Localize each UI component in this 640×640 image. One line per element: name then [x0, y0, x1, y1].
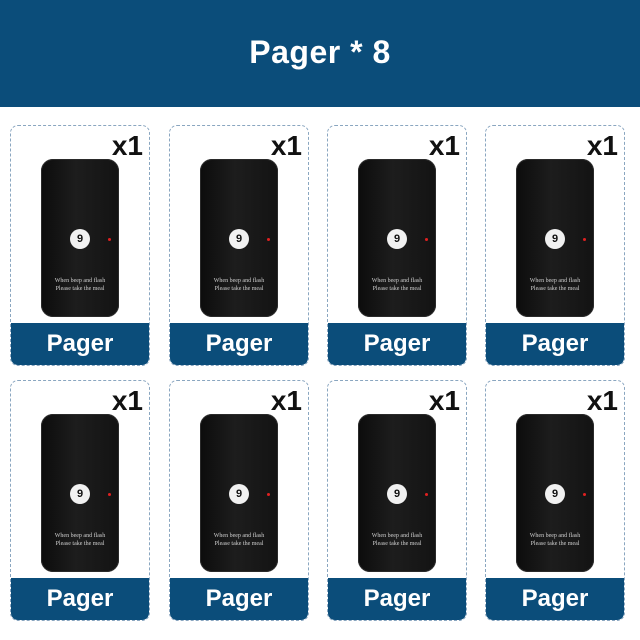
- header-banner: Pager * 8: [0, 0, 640, 107]
- pager-device-image: 9 When beep and flash Please take the me…: [516, 414, 594, 572]
- product-label: Pager: [328, 323, 466, 365]
- pager-device-image: 9 When beep and flash Please take the me…: [358, 159, 436, 317]
- pager-device-image: 9 When beep and flash Please take the me…: [41, 159, 119, 317]
- led-indicator-icon: [425, 493, 428, 496]
- pager-button: 9: [545, 484, 565, 504]
- pager-button: 9: [70, 229, 90, 249]
- product-label: Pager: [11, 578, 149, 620]
- product-label: Pager: [170, 578, 308, 620]
- quantity-label: x1: [428, 385, 460, 416]
- led-indicator-icon: [108, 238, 111, 241]
- pager-device-image: 9 When beep and flash Please take the me…: [516, 159, 594, 317]
- pager-instruction-line1: When beep and flash: [529, 278, 581, 284]
- pager-instruction-line1: When beep and flash: [213, 278, 265, 284]
- pager-instruction-text: When beep and flash Please take the meal: [200, 532, 278, 548]
- product-card[interactable]: x1 9 When beep and flash Please take the…: [327, 125, 467, 366]
- quantity-label: x1: [586, 385, 618, 416]
- product-label: Pager: [11, 323, 149, 365]
- pager-instruction-line2: Please take the meal: [372, 541, 422, 547]
- pager-instruction-line2: Please take the meal: [214, 541, 264, 547]
- pager-instruction-text: When beep and flash Please take the meal: [41, 277, 119, 293]
- pager-instruction-line2: Please take the meal: [530, 286, 580, 292]
- product-label: Pager: [328, 578, 466, 620]
- pager-device-image: 9 When beep and flash Please take the me…: [358, 414, 436, 572]
- product-card[interactable]: x1 9 When beep and flash Please take the…: [485, 125, 625, 366]
- pager-instruction-text: When beep and flash Please take the meal: [358, 277, 436, 293]
- pager-device-image: 9 When beep and flash Please take the me…: [200, 414, 278, 572]
- pager-button: 9: [70, 484, 90, 504]
- pager-button: 9: [387, 484, 407, 504]
- quantity-label: x1: [270, 385, 302, 416]
- quantity-label: x1: [428, 130, 460, 161]
- pager-instruction-text: When beep and flash Please take the meal: [41, 532, 119, 548]
- pager-instruction-line2: Please take the meal: [372, 286, 422, 292]
- led-indicator-icon: [425, 238, 428, 241]
- product-card[interactable]: x1 9 When beep and flash Please take the…: [10, 125, 150, 366]
- pager-instruction-line2: Please take the meal: [55, 541, 105, 547]
- led-indicator-icon: [108, 493, 111, 496]
- pager-instruction-line2: Please take the meal: [530, 541, 580, 547]
- product-card[interactable]: x1 9 When beep and flash Please take the…: [10, 380, 150, 621]
- pager-instruction-line1: When beep and flash: [54, 533, 106, 539]
- product-card[interactable]: x1 9 When beep and flash Please take the…: [169, 380, 309, 621]
- pager-instruction-text: When beep and flash Please take the meal: [358, 532, 436, 548]
- pager-instruction-line1: When beep and flash: [213, 533, 265, 539]
- product-card[interactable]: x1 9 When beep and flash Please take the…: [327, 380, 467, 621]
- quantity-label: x1: [111, 130, 143, 161]
- pager-button: 9: [229, 229, 249, 249]
- pager-instruction-line1: When beep and flash: [529, 533, 581, 539]
- quantity-label: x1: [586, 130, 618, 161]
- pager-instruction-line2: Please take the meal: [214, 286, 264, 292]
- quantity-label: x1: [270, 130, 302, 161]
- pager-instruction-line2: Please take the meal: [55, 286, 105, 292]
- pager-instruction-text: When beep and flash Please take the meal: [516, 532, 594, 548]
- quantity-label: x1: [111, 385, 143, 416]
- product-label: Pager: [486, 323, 624, 365]
- product-label: Pager: [170, 323, 308, 365]
- pager-device-image: 9 When beep and flash Please take the me…: [41, 414, 119, 572]
- pager-instruction-text: When beep and flash Please take the meal: [516, 277, 594, 293]
- pager-button: 9: [229, 484, 249, 504]
- led-indicator-icon: [583, 238, 586, 241]
- pager-device-image: 9 When beep and flash Please take the me…: [200, 159, 278, 317]
- product-card[interactable]: x1 9 When beep and flash Please take the…: [485, 380, 625, 621]
- product-label: Pager: [486, 578, 624, 620]
- pager-instruction-line1: When beep and flash: [371, 533, 423, 539]
- page-title: Pager * 8: [249, 34, 391, 70]
- led-indicator-icon: [267, 238, 270, 241]
- pager-button: 9: [545, 229, 565, 249]
- pager-instruction-text: When beep and flash Please take the meal: [200, 277, 278, 293]
- led-indicator-icon: [583, 493, 586, 496]
- pager-button: 9: [387, 229, 407, 249]
- pager-instruction-line1: When beep and flash: [371, 278, 423, 284]
- led-indicator-icon: [267, 493, 270, 496]
- product-card[interactable]: x1 9 When beep and flash Please take the…: [169, 125, 309, 366]
- pager-instruction-line1: When beep and flash: [54, 278, 106, 284]
